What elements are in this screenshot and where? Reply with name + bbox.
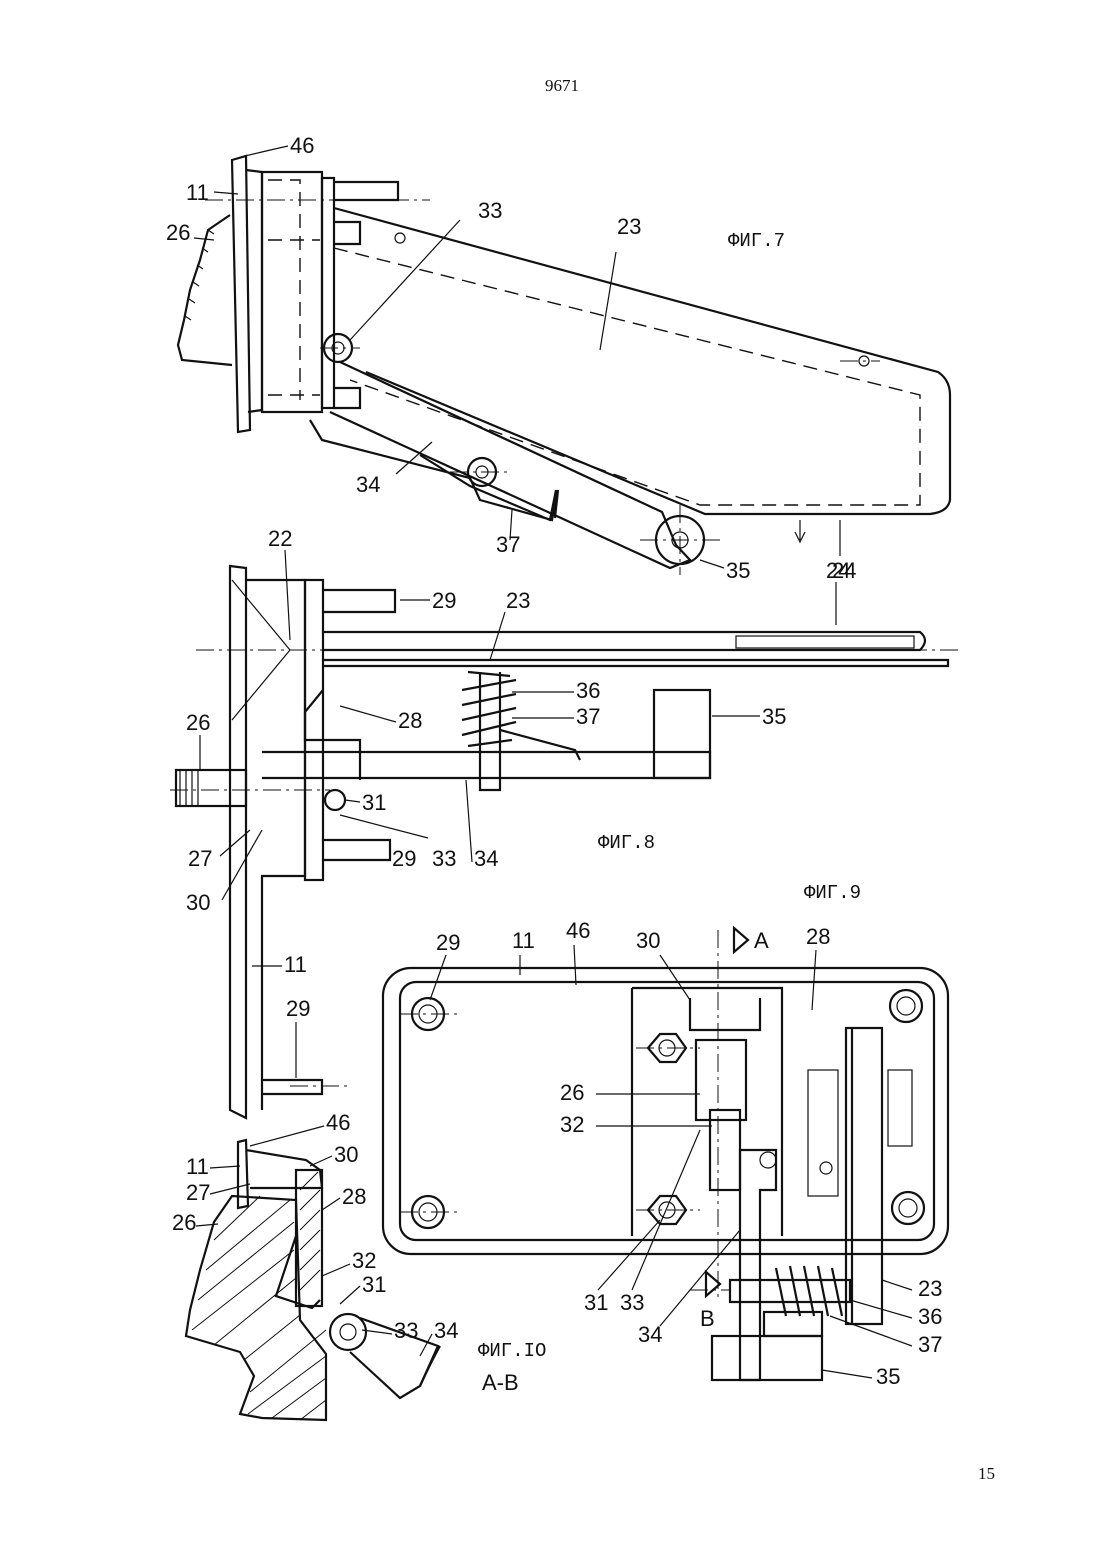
fig10-section-label: A-B	[482, 1370, 519, 1395]
fig9-label-36: 36	[918, 1304, 942, 1329]
fig9-label-28: 28	[806, 924, 830, 949]
figure-8: 22 29 23 24 36 37 35 26 28 31 ФИГ.8 27 2…	[170, 526, 960, 1118]
fig9-label-35: 35	[876, 1364, 900, 1389]
fig8-label-23: 23	[506, 588, 530, 613]
fig10-label-32: 32	[352, 1248, 376, 1273]
fig10-label-46: 46	[326, 1110, 350, 1135]
fig9-label-23: 23	[918, 1276, 942, 1301]
fig9-label-29: 29	[436, 930, 460, 955]
fig8-label-29-bot: 29	[286, 996, 310, 1021]
fig7-label-33: 33	[478, 198, 502, 223]
fig7-label-26: 26	[166, 220, 190, 245]
fig9-label-32: 32	[560, 1112, 584, 1137]
fig8-label-29-top: 29	[432, 588, 456, 613]
fig10-label-26: 26	[172, 1210, 196, 1235]
fig9-label-37: 37	[918, 1332, 942, 1357]
figure-9: ФИГ.9	[383, 882, 948, 1389]
fig7-label-46: 46	[290, 133, 314, 158]
fig10-label-30: 30	[334, 1142, 358, 1167]
fig7-label-35: 35	[726, 558, 750, 583]
fig9-label-34: 34	[638, 1322, 662, 1347]
fig9-bolts	[412, 990, 924, 1228]
fig10-label-11: 11	[186, 1154, 209, 1179]
fig8-label-22: 22	[268, 526, 292, 551]
fig8-label-29-mid: 29	[392, 846, 416, 871]
fig8-label-31: 31	[362, 790, 386, 815]
fig8-label-33: 33	[432, 846, 456, 871]
fig7-caption: ФИГ.7	[728, 230, 785, 252]
fig9-caption: ФИГ.9	[804, 882, 861, 904]
fig10-label-31: 31	[362, 1272, 386, 1297]
fig8-label-24: 24	[826, 558, 850, 583]
fig8-label-37: 37	[576, 704, 600, 729]
fig10-label-33: 33	[394, 1318, 418, 1343]
figure-10: 46 11 30 27 28 26 32 31 33 34 ФИГ.IO A-B	[172, 1110, 546, 1420]
fig8-label-27: 27	[188, 846, 212, 871]
fig8-label-30: 30	[186, 890, 210, 915]
figure-7: 46 11 26 33 23 ФИГ.7 34 37 35 24	[166, 133, 950, 583]
fig10-label-28: 28	[342, 1184, 366, 1209]
fig8-label-11: 11	[284, 952, 307, 977]
fig8-label-35: 35	[762, 704, 786, 729]
fig7-label-11: 11	[186, 180, 209, 205]
fig9-label-33: 33	[620, 1290, 644, 1315]
fig8-caption: ФИГ.8	[598, 832, 655, 854]
fig8-label-34: 34	[474, 846, 498, 871]
fig7-label-34: 34	[356, 472, 380, 497]
fig9-label-B: B	[700, 1306, 715, 1331]
fig10-caption: ФИГ.IO	[478, 1340, 546, 1362]
fig8-label-28: 28	[398, 708, 422, 733]
fig7-label-23: 23	[617, 214, 641, 239]
fig9-label-A: A	[754, 928, 769, 953]
fig9-label-26: 26	[560, 1080, 584, 1105]
fig10-label-27: 27	[186, 1180, 210, 1205]
fig9-label-11: 11	[512, 928, 535, 953]
fig7-label-37: 37	[496, 532, 520, 557]
fig9-label-46: 46	[566, 918, 590, 943]
fig9-label-30: 30	[636, 928, 660, 953]
fig10-label-34: 34	[434, 1318, 458, 1343]
fig8-label-26: 26	[186, 710, 210, 735]
fig8-label-36: 36	[576, 678, 600, 703]
fig9-label-31: 31	[584, 1290, 608, 1315]
